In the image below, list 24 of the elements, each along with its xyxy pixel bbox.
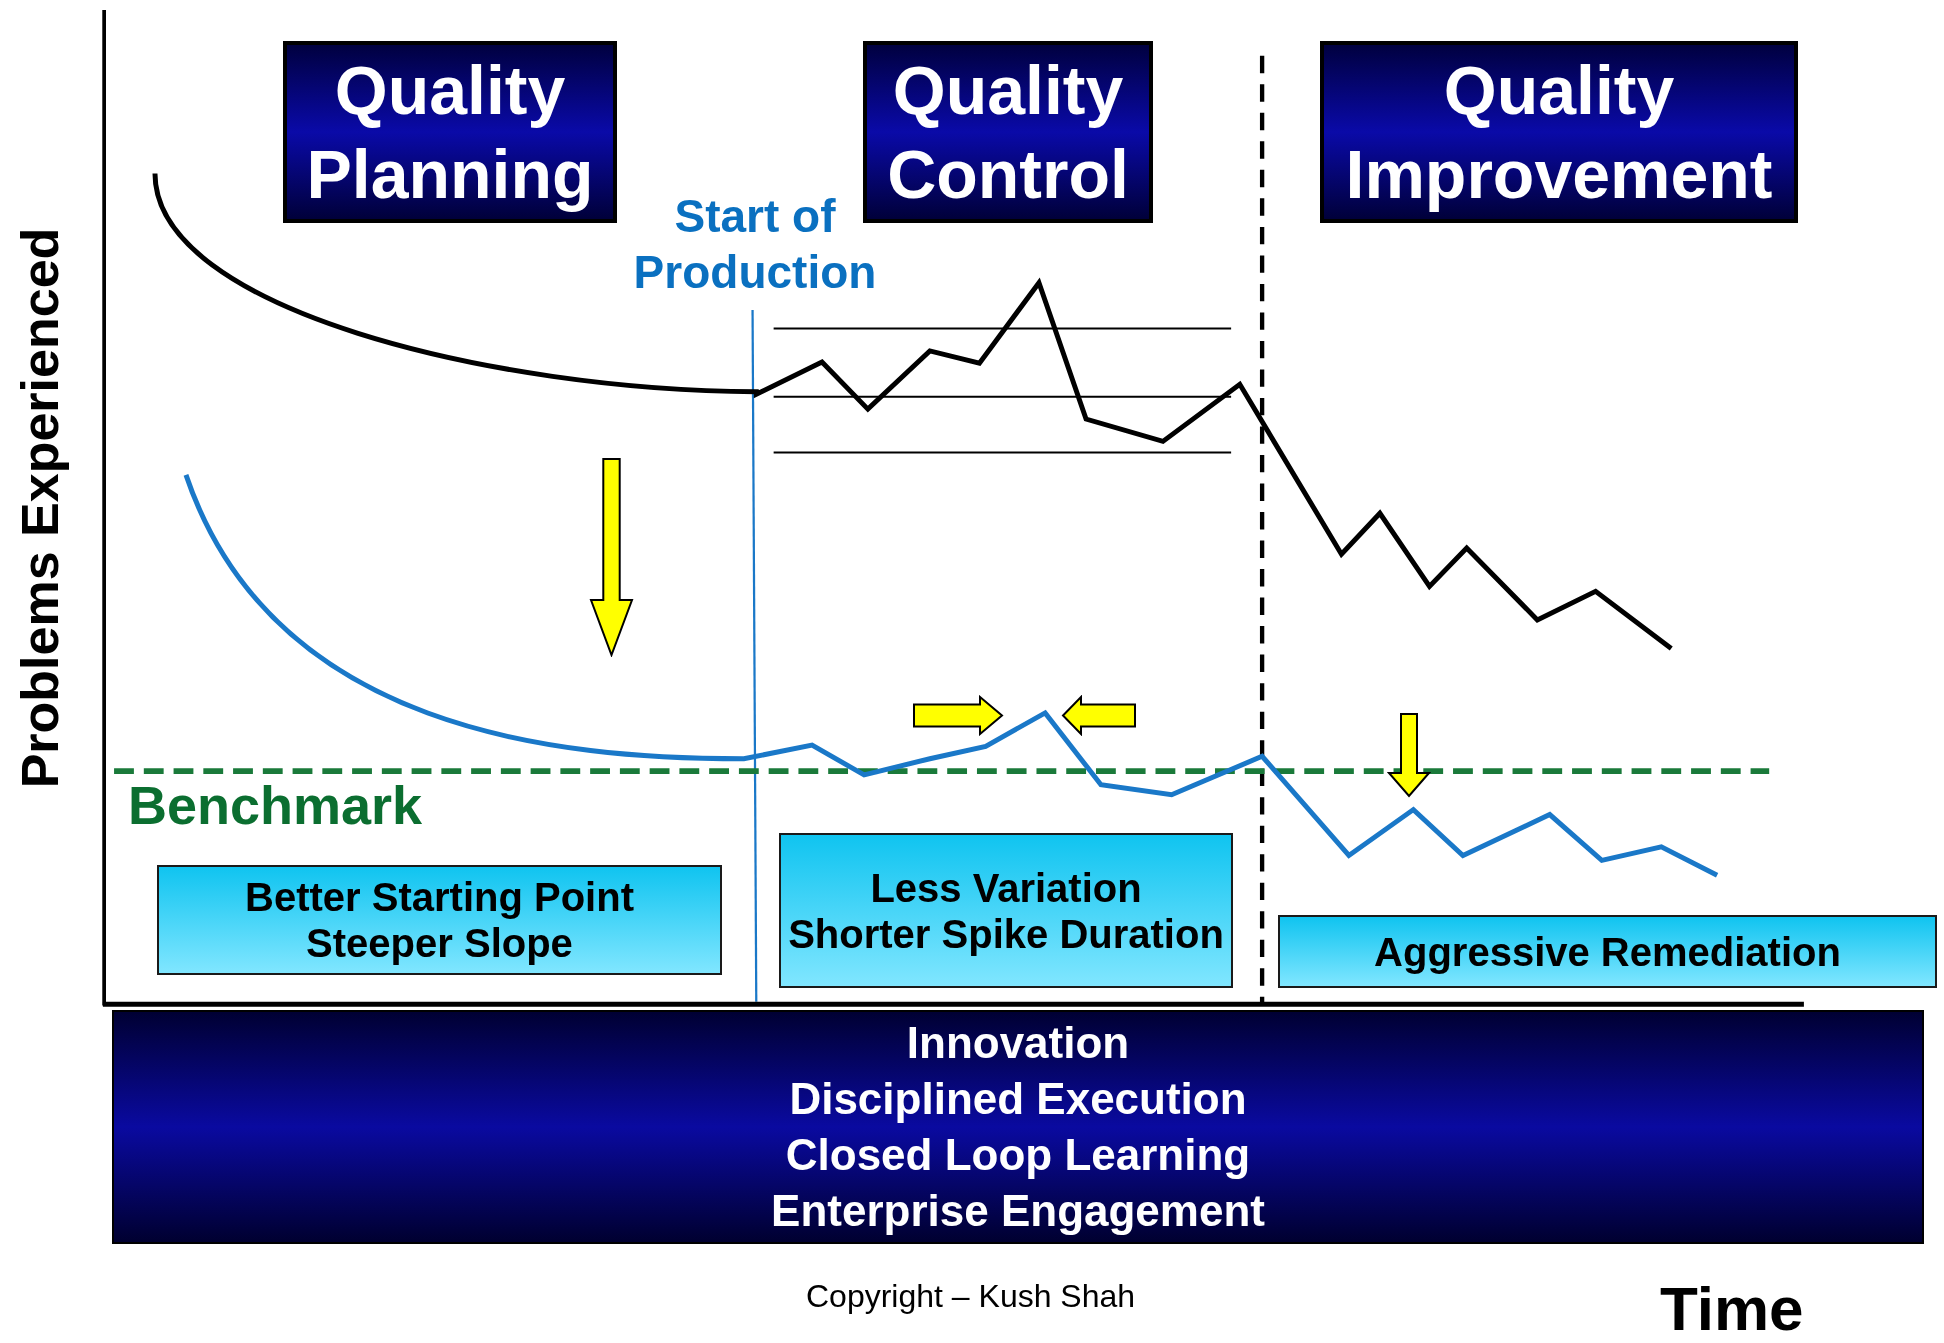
- foundation-banner: [112, 1010, 1924, 1244]
- box-text: Steeper Slope: [306, 920, 573, 966]
- box-text: Shorter Spike Duration: [788, 910, 1224, 957]
- box-text: Enterprise Engagement: [771, 1185, 1265, 1237]
- box-text: Better Starting Point: [245, 874, 634, 920]
- box-text: Closed Loop Learning: [785, 1129, 1251, 1181]
- axis-title: Time: [1660, 1276, 1804, 1342]
- box-text: Quality Improvement: [1344, 51, 1774, 214]
- copyright-note: Copyright – Kush Shah: [806, 1277, 1136, 1316]
- phase-title-box: [1320, 41, 1798, 223]
- box-text: Disciplined Execution: [789, 1073, 1247, 1125]
- milestone-label: Start of Production: [632, 189, 878, 300]
- box-text: Less Variation: [870, 864, 1142, 911]
- box-text: Aggressive Remediation: [1374, 928, 1841, 975]
- note-box: [157, 865, 722, 975]
- axis-title: Problems Experienced: [10, 226, 70, 791]
- note-box: [1278, 915, 1937, 988]
- benchmark-label: Benchmark: [128, 775, 423, 835]
- box-text: Innovation: [906, 1017, 1130, 1069]
- box-text: Quality Planning: [305, 51, 595, 214]
- phase-title-box: [863, 41, 1153, 223]
- note-box: [779, 833, 1233, 988]
- phase-title-box: [283, 41, 617, 223]
- box-text: Quality Control: [886, 51, 1130, 214]
